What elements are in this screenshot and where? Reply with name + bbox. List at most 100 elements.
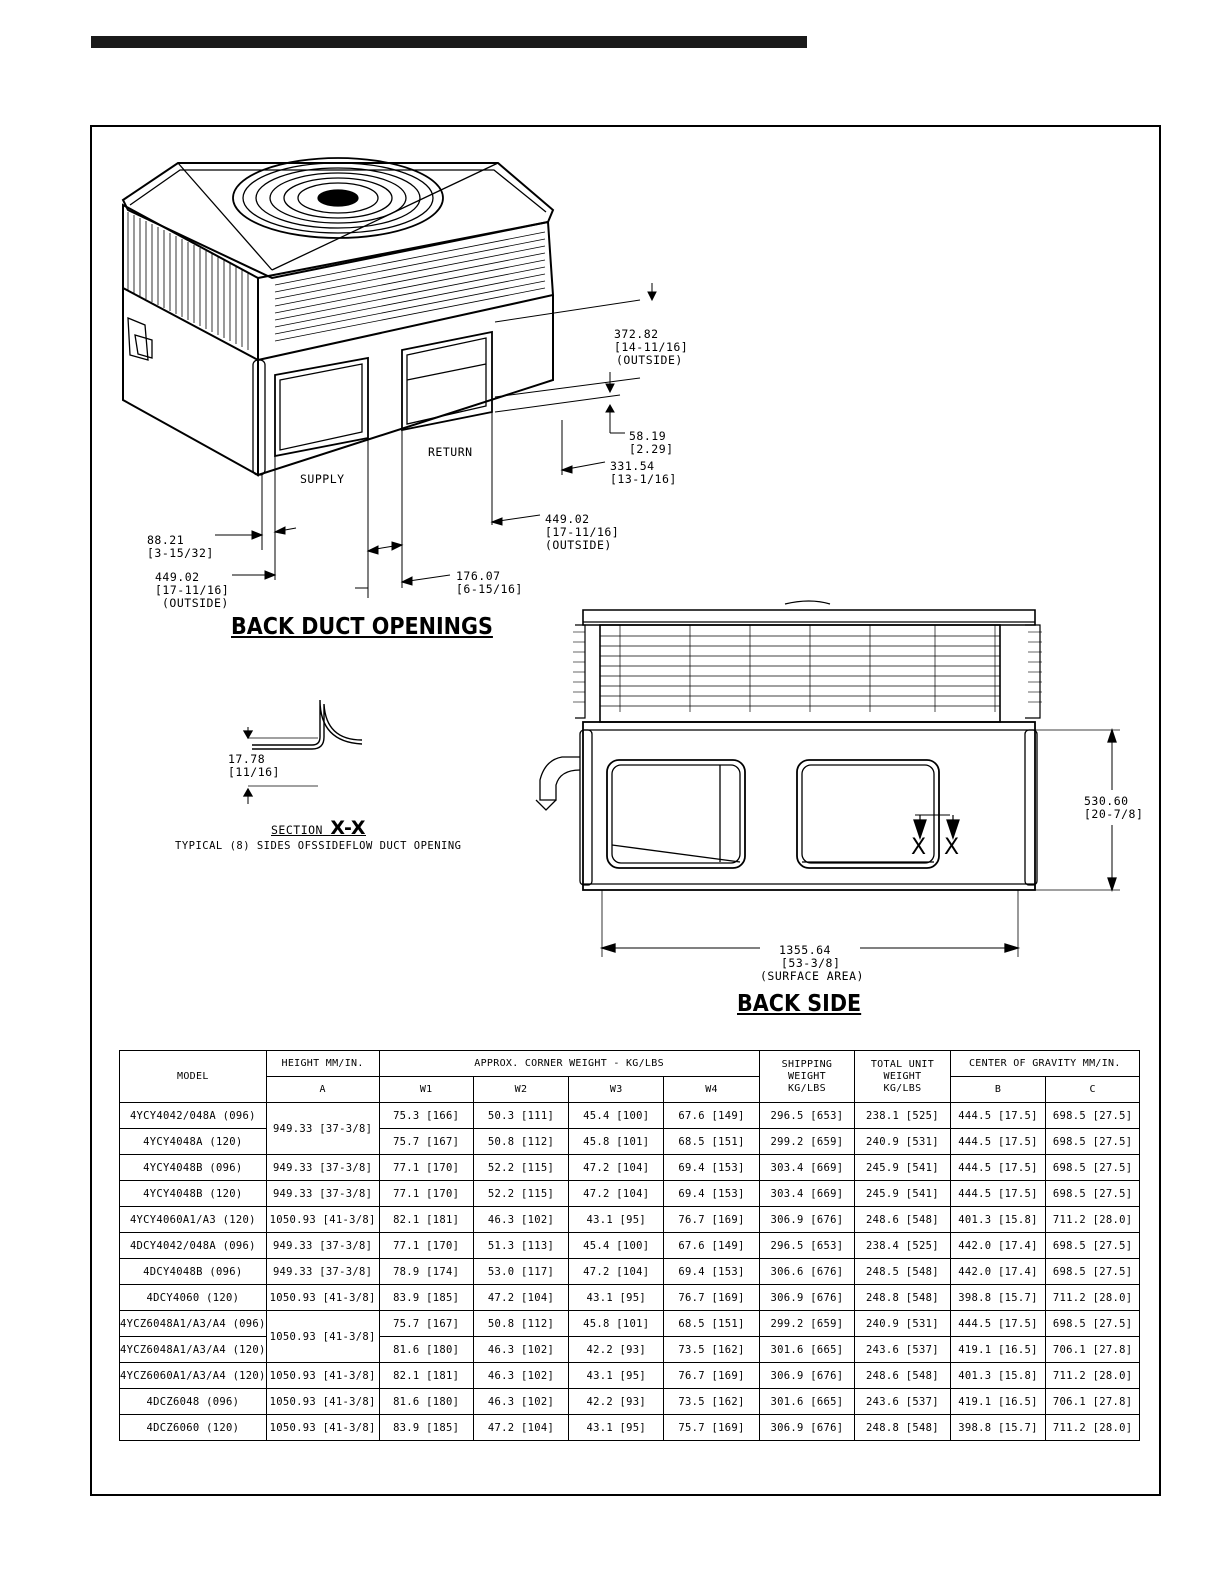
dim-372-inches: [14-11/16] — [614, 340, 689, 354]
dim-449-left-inches: [17-11/16] — [155, 583, 230, 597]
cell-w3: 43.1 [95] — [568, 1362, 665, 1389]
dim-331-value: 331.54 — [610, 459, 655, 473]
header-w2: W2 — [472, 1076, 570, 1103]
header-w3: W3 — [568, 1076, 665, 1103]
cell-model: 4YCY4048A (120) — [119, 1128, 267, 1155]
cell-model: 4YCY4048B (096) — [119, 1154, 267, 1181]
table-row: 4YCY4042/048A (096)949.33 [37-3/8]75.3 [… — [119, 1102, 1140, 1155]
cell-w3: 42.2 [93] — [568, 1336, 665, 1363]
cell-model: 4YCY4042/048A (096) — [119, 1102, 267, 1129]
cell-c: 706.1 [27.8] — [1045, 1388, 1140, 1415]
section-dim-value: 17.78 — [228, 752, 266, 766]
cell-w1: 82.1 [181] — [378, 1362, 474, 1389]
cell-c: 698.5 [27.5] — [1045, 1258, 1140, 1285]
dim-449-left-note: (OUTSIDE) — [162, 596, 229, 610]
cell-w3: 45.4 [100] — [568, 1102, 665, 1129]
cell-b: 442.0 [17.4] — [949, 1258, 1047, 1285]
cell-w4: 73.5 [162] — [663, 1336, 760, 1363]
cell-w1: 77.1 [170] — [378, 1154, 474, 1181]
cell-ship: 296.5 [653] — [758, 1232, 856, 1259]
cell-c: 711.2 [28.0] — [1045, 1284, 1140, 1311]
cell-w3: 45.8 [101] — [568, 1310, 665, 1337]
cell-total: 243.6 [537] — [854, 1388, 951, 1415]
cell-c: 698.5 [27.5] — [1045, 1102, 1140, 1129]
cell-height: 1050.93 [41-3/8] — [265, 1388, 380, 1415]
cell-b: 398.8 [15.7] — [949, 1414, 1047, 1441]
dim-176-inches: [6-15/16] — [456, 582, 523, 596]
cell-w4: 69.4 [153] — [663, 1180, 760, 1207]
header-bar — [91, 36, 807, 48]
table-row: 4DCZ6048 (096)1050.93 [41-3/8]81.6 [180]… — [119, 1388, 1140, 1415]
cell-w3: 45.8 [101] — [568, 1128, 665, 1155]
table-body: 4YCY4042/048A (096)949.33 [37-3/8]75.3 [… — [119, 1102, 1140, 1441]
cell-w2: 46.3 [102] — [472, 1336, 570, 1363]
cell-w3: 45.4 [100] — [568, 1232, 665, 1259]
supply-label: SUPPLY — [300, 472, 345, 486]
cell-total: 248.8 [548] — [854, 1284, 951, 1311]
cell-w3: 43.1 [95] — [568, 1414, 665, 1441]
cell-w2: 50.8 [112] — [472, 1310, 570, 1337]
cell-w1: 75.7 [167] — [378, 1310, 474, 1337]
cell-total: 248.8 [548] — [854, 1414, 951, 1441]
weights-table: MODEL HEIGHT MM/IN. APPROX. CORNER WEIGH… — [119, 1050, 1141, 1441]
cell-total: 248.6 [548] — [854, 1362, 951, 1389]
header-shipping: SHIPPING WEIGHT KG/LBS — [758, 1050, 856, 1103]
cell-w2: 50.3 [111] — [472, 1102, 570, 1129]
cell-b: 444.5 [17.5] — [949, 1310, 1047, 1337]
header-height-a: A — [265, 1076, 380, 1103]
back-side-elevation — [535, 600, 1120, 957]
cell-height: 949.33 [37-3/8] — [265, 1258, 380, 1285]
section-dim-inches: [11/16] — [228, 765, 280, 779]
dim-372-value: 372.82 — [614, 327, 659, 341]
cell-model: 4DCY4060 (120) — [119, 1284, 267, 1311]
dim-width-value: 1355.64 — [779, 943, 831, 957]
cell-height: 949.33 [37-3/8] — [265, 1180, 380, 1207]
cell-model: 4YCZ6060A1/A3/A4 (120) — [119, 1362, 267, 1389]
table-row: 4YCZ6060A1/A3/A4 (120)1050.93 [41-3/8]82… — [119, 1362, 1140, 1389]
cell-total: 245.9 [541] — [854, 1180, 951, 1207]
cell-w4: 76.7 [169] — [663, 1362, 760, 1389]
section-caption: TYPICAL (8) SIDES OFSSIDEFLOW DUCT OPENI… — [175, 840, 462, 852]
cell-ship: 303.4 [669] — [758, 1180, 856, 1207]
cell-b: 401.3 [15.8] — [949, 1206, 1047, 1233]
cell-model: 4YCY4048B (120) — [119, 1180, 267, 1207]
header-height: HEIGHT MM/IN. — [265, 1050, 380, 1077]
cell-ship: 299.2 [659] — [758, 1128, 856, 1155]
cell-w4: 76.7 [169] — [663, 1284, 760, 1311]
header-w1: W1 — [378, 1076, 474, 1103]
cell-ship: 299.2 [659] — [758, 1310, 856, 1337]
cell-w1: 83.9 [185] — [378, 1414, 474, 1441]
dim-height-value: 530.60 — [1084, 794, 1129, 808]
cell-w1: 83.9 [185] — [378, 1284, 474, 1311]
cell-w3: 43.1 [95] — [568, 1206, 665, 1233]
cell-w3: 47.2 [104] — [568, 1180, 665, 1207]
section-label: SECTION X-X — [271, 817, 366, 839]
dim-449-right-inches: [17-11/16] — [545, 525, 620, 539]
x-mark-right: X — [944, 835, 960, 860]
cell-height: 949.33 [37-3/8] — [265, 1154, 380, 1181]
cell-height: 1050.93 [41-3/8] — [265, 1284, 380, 1311]
table-row: 4YCY4048A (120)75.7 [167]50.8 [112]45.8 … — [119, 1128, 1140, 1155]
cell-w3: 42.2 [93] — [568, 1388, 665, 1415]
cell-ship: 306.9 [676] — [758, 1362, 856, 1389]
cell-c: 698.5 [27.5] — [1045, 1154, 1140, 1181]
cell-ship: 306.9 [676] — [758, 1206, 856, 1233]
cell-b: 444.5 [17.5] — [949, 1180, 1047, 1207]
section-x-x — [242, 699, 363, 804]
header-w4: W4 — [663, 1076, 760, 1103]
cell-w2: 46.3 [102] — [472, 1388, 570, 1415]
cell-ship: 306.9 [676] — [758, 1414, 856, 1441]
cell-w4: 69.4 [153] — [663, 1154, 760, 1181]
cell-height: 949.33 [37-3/8] — [265, 1102, 380, 1155]
cell-ship: 303.4 [669] — [758, 1154, 856, 1181]
back-duct-openings-title: BACK DUCT OPENINGS — [231, 614, 493, 640]
cell-total: 238.1 [525] — [854, 1102, 951, 1129]
x-mark-left: X — [911, 835, 927, 860]
cell-height: 949.33 [37-3/8] — [265, 1232, 380, 1259]
header-cog-b: B — [949, 1076, 1047, 1103]
cell-model: 4YCZ6048A1/A3/A4 (096) — [119, 1310, 267, 1337]
cell-ship: 296.5 [653] — [758, 1102, 856, 1129]
cell-total: 248.5 [548] — [854, 1258, 951, 1285]
dim-88-value: 88.21 — [147, 533, 185, 547]
cell-w1: 75.7 [167] — [378, 1128, 474, 1155]
